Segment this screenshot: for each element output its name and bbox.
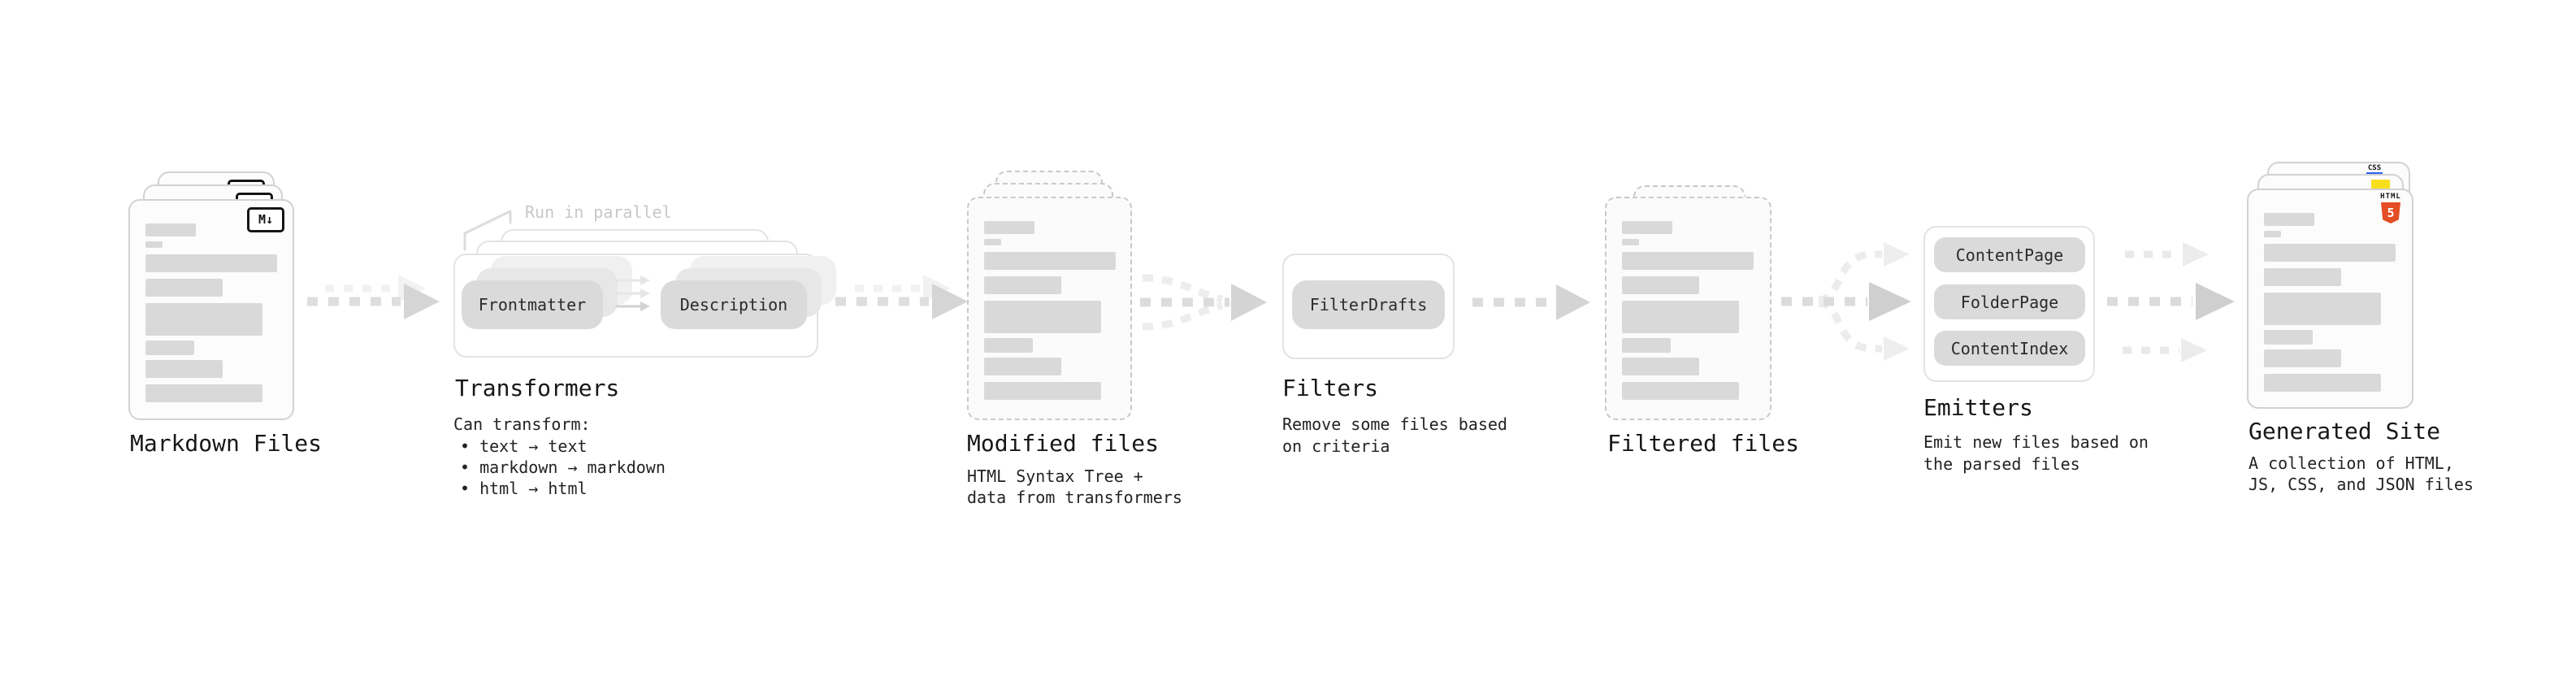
- html5-icon: HTML 5: [2379, 193, 2403, 223]
- skeleton-line: [1622, 382, 1739, 400]
- generated-site-desc: JS, CSS, and JSON files: [2249, 475, 2474, 494]
- skeleton-line: [2264, 231, 2281, 237]
- skeleton-line: [2264, 330, 2313, 345]
- markdown-file-card-front: M↓: [128, 199, 294, 420]
- skeleton-line: [145, 254, 277, 272]
- skeleton-line: [1622, 301, 1739, 333]
- skeleton-line: [1622, 358, 1699, 375]
- arrow-markdown-to-transformers: [307, 275, 440, 319]
- arrow-modified-to-filters: [1140, 274, 1267, 331]
- modified-files-desc: HTML Syntax Tree +: [967, 466, 1143, 486]
- skeleton-line: [1622, 276, 1699, 294]
- skeleton-line: [2264, 213, 2314, 226]
- filters-desc: Remove some files based: [1282, 414, 1507, 434]
- skeleton-line: [2264, 268, 2341, 286]
- html5-label: HTML: [2380, 193, 2401, 201]
- skeleton-line: [984, 252, 1116, 270]
- skeleton-line: [145, 303, 262, 336]
- transformers-bullet: • markdown → markdown: [460, 458, 666, 477]
- skeleton-line: [145, 360, 223, 378]
- folderpage-pill: FolderPage: [1934, 284, 2085, 319]
- contentpage-pill: ContentPage: [1934, 237, 2085, 272]
- skeleton-line: [984, 338, 1033, 353]
- transformers-title: Transformers: [455, 375, 620, 401]
- skeleton-line: [145, 279, 223, 297]
- skeleton-line: [1622, 338, 1671, 353]
- skeleton-line: [145, 223, 196, 236]
- skeleton-line: [984, 239, 1001, 245]
- skeleton-line: [2264, 244, 2396, 262]
- emitters-desc: Emit new files based on: [1923, 432, 2149, 452]
- skeleton-line: [145, 384, 262, 402]
- transformers-desc-heading: Can transform:: [453, 414, 591, 434]
- arrow-emitters-to-site: [2107, 242, 2235, 362]
- modified-files-title: Modified files: [967, 430, 1160, 457]
- skeleton-line: [2264, 349, 2341, 367]
- generated-site-desc: A collection of HTML,: [2249, 453, 2454, 473]
- modified-files-desc: data from transformers: [967, 488, 1182, 507]
- skeleton-line: [984, 358, 1061, 375]
- html5-shield: 5: [2381, 202, 2400, 223]
- generated-file-card-html: HTML 5: [2247, 189, 2413, 409]
- skeleton-line: [2264, 293, 2381, 325]
- skeleton-line: [1622, 252, 1754, 270]
- description-pill: Description: [661, 280, 807, 329]
- filtered-file-card-front: [1605, 197, 1772, 420]
- skeleton-line: [984, 301, 1101, 333]
- css-label: CSS: [2367, 164, 2382, 172]
- skeleton-line: [145, 241, 163, 248]
- arrow-filtered-to-emitters: [1781, 242, 1911, 361]
- javascript-icon: [2371, 180, 2390, 189]
- skeleton-line: [145, 340, 194, 355]
- filtered-files-title: Filtered files: [1607, 430, 1800, 457]
- skeleton-line: [1622, 221, 1672, 234]
- transformers-bullet: • html → html: [460, 479, 588, 498]
- arrow-filters-to-filtered: [1472, 284, 1590, 320]
- filters-desc: on criteria: [1282, 436, 1390, 456]
- skeleton-line: [984, 276, 1061, 294]
- filters-title: Filters: [1282, 375, 1379, 401]
- run-in-parallel-label: Run in parallel: [525, 202, 672, 222]
- emitters-title: Emitters: [1923, 394, 2033, 421]
- skeleton-line: [1622, 239, 1639, 245]
- modified-file-card-front: [967, 197, 1132, 420]
- skeleton-line: [984, 221, 1034, 234]
- contentindex-pill: ContentIndex: [1934, 331, 2085, 366]
- filterdrafts-pill: FilterDrafts: [1292, 280, 1445, 329]
- skeleton-line: [2264, 374, 2381, 392]
- arrow-transformers-to-modified: [835, 275, 968, 319]
- transformers-bullet: • text → text: [460, 436, 588, 456]
- generated-site-title: Generated Site: [2249, 418, 2441, 445]
- emitters-desc: the parsed files: [1923, 454, 2080, 474]
- markdown-icon: M↓: [247, 207, 284, 232]
- frontmatter-pill: Frontmatter: [462, 280, 603, 329]
- markdown-files-title: Markdown Files: [130, 430, 323, 457]
- skeleton-line: [984, 382, 1101, 400]
